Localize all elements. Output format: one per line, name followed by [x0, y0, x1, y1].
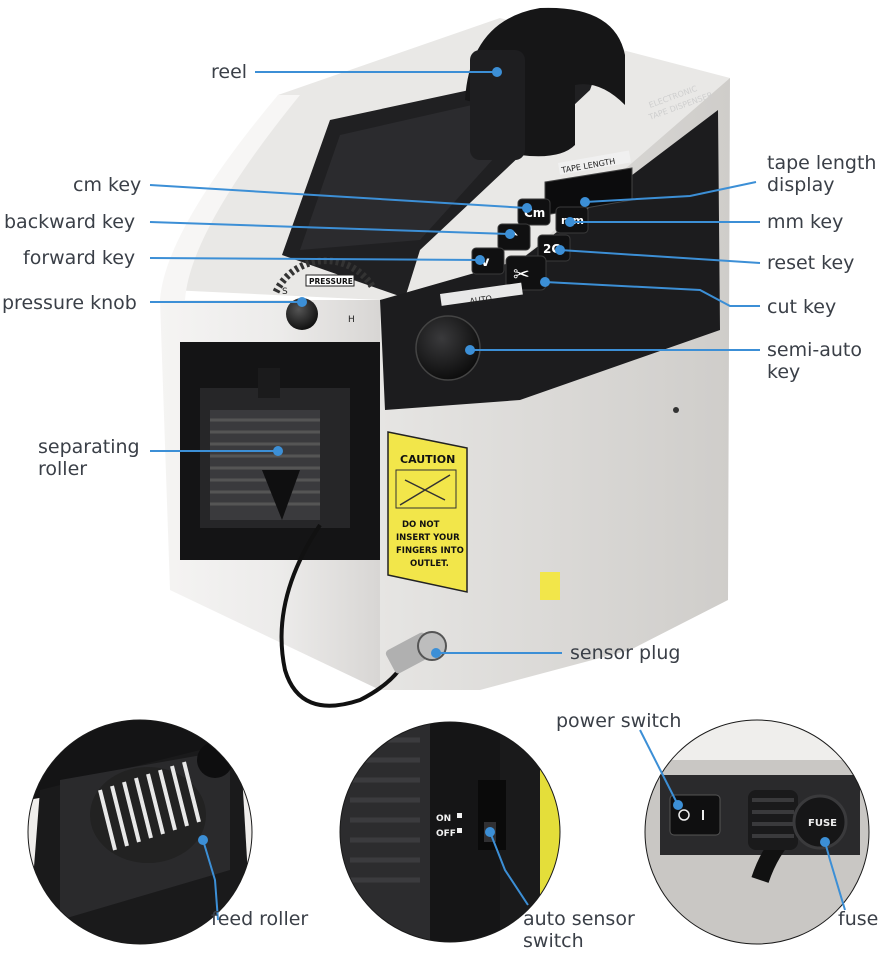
label-sensor-plug: sensor plug [570, 642, 681, 664]
semi-auto-key-dot [465, 345, 475, 355]
backward-key-leader [149, 221, 511, 235]
reset-key-leader [559, 249, 761, 264]
auto-sensor-switch-dot [485, 827, 495, 837]
roller-guide [262, 470, 300, 520]
knob-h-label: H [348, 315, 355, 325]
small-sticker [540, 572, 560, 600]
scissors-icon: ✂ [513, 262, 530, 286]
sensor-plug-dot [431, 648, 441, 658]
label-reset-key: reset key [767, 252, 855, 274]
label-auto-sensor-switch-1: auto sensor [523, 908, 635, 930]
label-mm-key: mm key [767, 211, 844, 233]
leader-dots [198, 67, 830, 847]
tape-length-plate [557, 150, 631, 175]
power-off-symbol [678, 809, 690, 821]
auto-sensor-circle-border [339, 721, 561, 943]
fuse-cap-text: FUSE [808, 818, 837, 829]
feed-roller-detail [27, 719, 253, 945]
label-separating-roller-1: separating [38, 436, 140, 458]
label-separating-roller-2: roller [38, 458, 88, 480]
cut-key[interactable] [505, 255, 547, 291]
side-screw [673, 407, 679, 413]
separating-roller [210, 410, 320, 520]
power-switch-dot [673, 800, 683, 810]
label-power-switch: power switch [556, 710, 682, 732]
cm-key-leader [149, 184, 528, 209]
tape-length-display-leader [584, 181, 757, 203]
caution-pictogram-lines [399, 474, 451, 506]
reel-front [470, 50, 525, 160]
label-forward-key: forward key [23, 247, 136, 269]
label-auto-sensor-switch-2: switch [523, 930, 584, 952]
knob-s-label: S [282, 287, 288, 297]
forward-key-leader [149, 257, 481, 261]
fuse-dot [820, 837, 830, 847]
pressure-knob-dot [297, 297, 307, 307]
label-cut-key: cut key [767, 296, 837, 318]
off-indicator [457, 828, 462, 833]
device-corner [160, 95, 300, 300]
feed-roller-leader [202, 839, 219, 921]
power-circle-border [644, 719, 870, 945]
label-reel: reel [211, 61, 248, 83]
power-on-symbol [702, 810, 704, 820]
forward-key-dot [475, 255, 485, 265]
warning-line4: OUTLET. [410, 559, 449, 569]
reel-dot [492, 67, 502, 77]
sensor-cable [279, 523, 412, 708]
label-fuse: fuse [838, 908, 879, 930]
label-tape-length-display-1: tape length [767, 152, 877, 174]
fuse-holder[interactable] [792, 794, 848, 850]
fuse-leader [824, 841, 846, 911]
down-arrow-icon: v [481, 255, 490, 270]
roller-clip [258, 368, 280, 398]
feed-roller-circle-border [27, 719, 253, 945]
feed-roller-dot [198, 835, 208, 845]
forward-key[interactable] [471, 247, 505, 275]
power-detail: FUSE [644, 719, 870, 945]
off-label: OFF [436, 829, 456, 839]
label-backward-key: backward key [4, 211, 136, 233]
warning-line3: FINGERS INTO [396, 546, 464, 556]
on-label: ON [436, 814, 451, 824]
pressure-text: PRESSURE [309, 277, 353, 286]
power-switch-leader [639, 729, 679, 806]
semi-auto-key[interactable] [415, 315, 481, 381]
cm-key-dot [522, 203, 532, 213]
backward-key-dot [505, 229, 515, 239]
caution-label [387, 431, 468, 593]
tape-length-display-dot [580, 197, 590, 207]
pressure-plate [305, 274, 355, 287]
label-feed-roller: feed roller [211, 908, 309, 930]
cut-key-leader [544, 281, 760, 307]
separating-roller-dot [273, 446, 283, 456]
tape-dispenser-device: ELECTRONIC TAPE DISPENSER TAPE LENGTH Cm… [160, 7, 730, 708]
feed-roller-wheel [90, 761, 206, 863]
warning-line1: DO NOT [402, 520, 440, 530]
warning-line2: INSERT YOUR [396, 533, 460, 543]
caution-text: CAUTION [400, 453, 455, 466]
auto-sensor-switch-leader [489, 831, 529, 906]
auto-plate [440, 282, 523, 306]
cut-key-dot [540, 277, 550, 287]
caution-pictogram [395, 469, 457, 509]
label-semi-auto-key-2: key [767, 361, 801, 383]
label-cm-key: cm key [73, 174, 142, 196]
reel [465, 7, 625, 157]
label-semi-auto-key-1: semi-auto [767, 339, 862, 361]
label-pressure-knob: pressure knob [2, 292, 137, 314]
auto-text: AUTO [469, 294, 493, 306]
mm-key-dot [565, 217, 575, 227]
leader-lines [149, 71, 846, 921]
label-tape-length-display-2: display [767, 174, 835, 196]
pressure-knob[interactable] [286, 298, 318, 330]
on-indicator [457, 813, 462, 818]
reset-key-dot [555, 245, 565, 255]
